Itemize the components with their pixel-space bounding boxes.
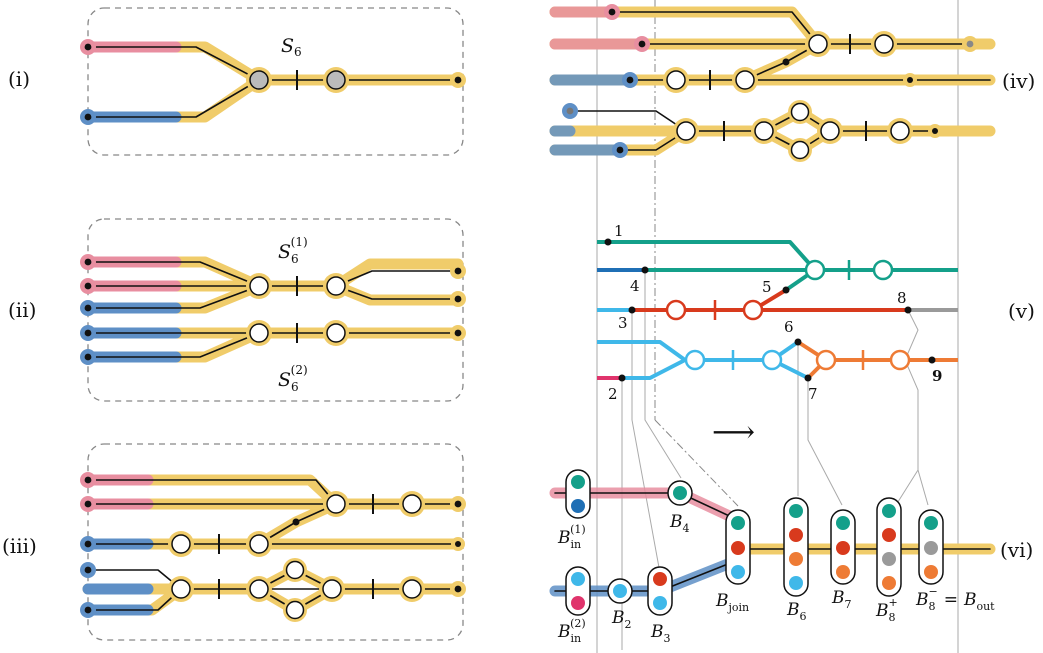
buffer-b2	[607, 578, 633, 604]
label-b8-plus: B8+	[875, 596, 898, 624]
label-b-in1: Bin(1)	[557, 523, 586, 551]
label-b8-minus-bout: B8−=Bout	[915, 585, 995, 613]
node-label-5: 5	[762, 278, 772, 296]
subgraph-label-s6-2: S6(2)	[278, 363, 308, 394]
label-bjoin: Bjoin	[715, 591, 749, 614]
subgraph-label-s6: S6	[281, 35, 302, 59]
buffer-b4	[667, 480, 693, 506]
panel-v	[597, 238, 958, 382]
panel-label-v: (v)	[1008, 299, 1035, 323]
buffer-b8-minus	[918, 509, 944, 585]
node-label-7: 7	[808, 385, 818, 403]
guide-lines	[596, 0, 959, 653]
node-label-9: 9	[932, 367, 942, 385]
panel-ii	[80, 218, 466, 402]
node-label-4: 4	[630, 277, 640, 295]
panel-i	[80, 7, 466, 156]
label-b7: B7	[831, 588, 852, 611]
transform-arrow: ⟶	[712, 415, 755, 450]
panel-iii	[80, 443, 466, 641]
panel-label-iv: (iv)	[1002, 69, 1035, 93]
node-label-8: 8	[897, 289, 907, 307]
label-b-in2: Bin(2)	[557, 617, 586, 645]
panel-label-vi: (vi)	[1000, 538, 1033, 562]
panel-label-ii: (ii)	[8, 298, 36, 322]
buffer-bjoin	[725, 509, 751, 585]
buffer-b-in2	[565, 566, 591, 616]
panel-label-iii: (iii)	[2, 534, 37, 558]
label-b6: B6	[786, 600, 807, 623]
panel-iv	[549, 4, 996, 162]
label-b3: B3	[650, 622, 671, 645]
buffer-b6	[783, 497, 809, 597]
node-label-2: 2	[608, 385, 618, 403]
subgraph-label-s6-1: S6(1)	[278, 235, 308, 266]
buffer-b-in1	[565, 469, 591, 519]
label-b2: B2	[611, 608, 632, 631]
node-label-3: 3	[618, 314, 628, 332]
label-b4: B4	[669, 512, 690, 535]
buffer-b8-plus	[876, 497, 902, 597]
panel-vi	[549, 469, 996, 616]
buffer-b7	[830, 509, 856, 585]
panel-label-i: (i)	[8, 67, 30, 91]
buffer-b3	[647, 566, 673, 616]
node-label-6: 6	[784, 318, 794, 336]
node-label-1: 1	[614, 222, 624, 240]
subgraph-box-ii	[87, 218, 464, 402]
